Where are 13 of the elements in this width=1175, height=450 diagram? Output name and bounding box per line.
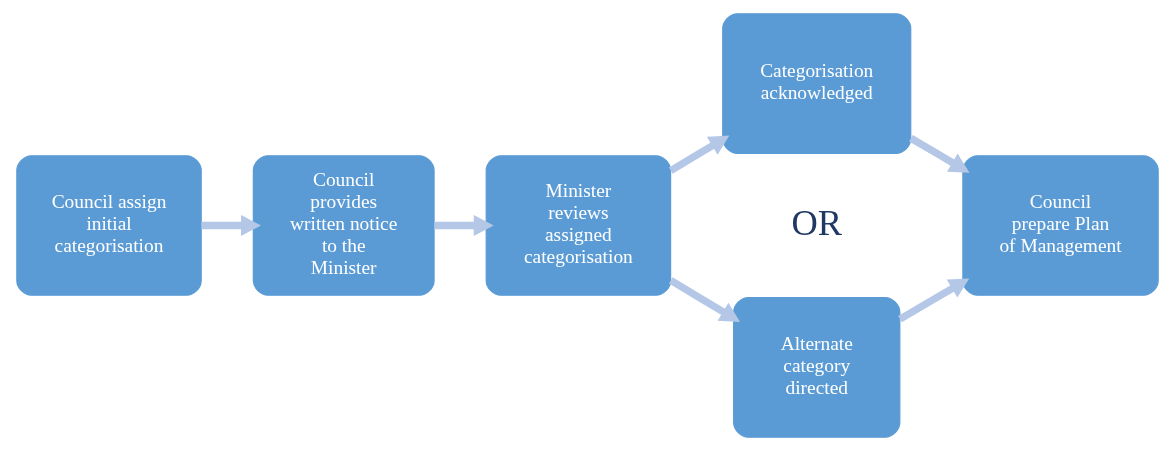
arrow <box>668 276 741 322</box>
node-box: Council prepare Plan of Management <box>962 154 1159 296</box>
label: OR <box>791 202 842 243</box>
node-box: Council assign initial categorisation <box>16 154 202 296</box>
arrow <box>898 277 970 322</box>
node-box: Minister reviews assigned categorisation <box>485 154 672 296</box>
node-box: Categorisation acknowledged <box>722 12 912 154</box>
node-box: Council provides written notice to the Minister <box>252 154 435 296</box>
arrow <box>668 134 730 174</box>
arrow <box>434 214 494 236</box>
arrow <box>909 134 970 173</box>
node-box: Alternate category directed <box>733 296 901 438</box>
arrow <box>201 214 261 236</box>
